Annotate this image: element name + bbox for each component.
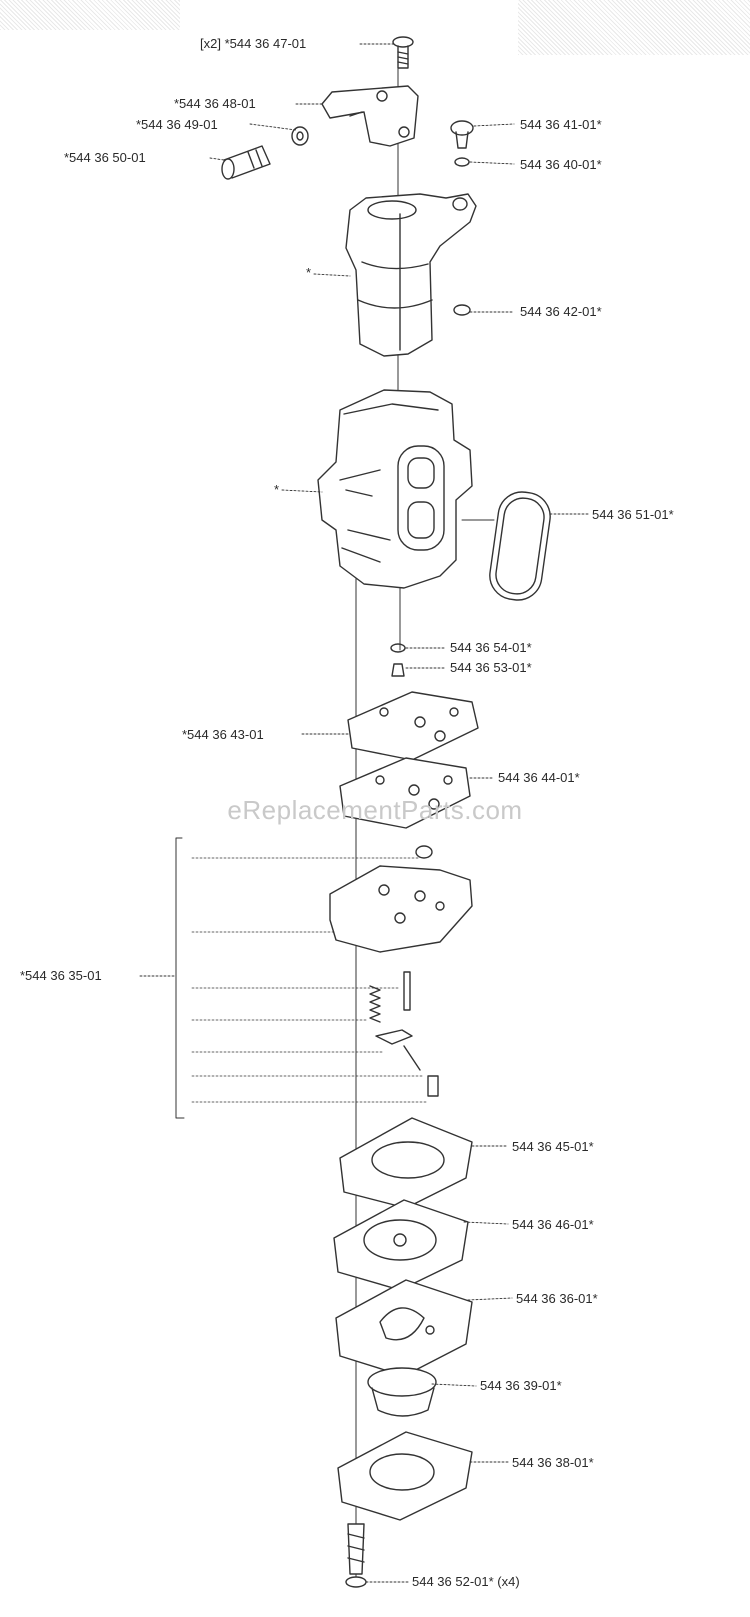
label-544-36-50-01: *544 36 50-01 <box>64 150 146 165</box>
needle-seat-icon <box>391 663 405 677</box>
label-544-36-38-01: 544 36 38-01* <box>512 1455 594 1470</box>
gasket-44-icon <box>339 757 471 829</box>
label-544-36-47-01: [x2] *544 36 47-01 <box>200 36 307 51</box>
adjust-knob-icon <box>221 145 271 180</box>
small-oring-icon <box>453 304 471 316</box>
throttle-bracket-icon <box>321 85 419 147</box>
label-544-36-54-01: 544 36 54-01* <box>450 640 532 655</box>
screw-top-icon <box>392 36 414 69</box>
leader-lines <box>139 43 589 1583</box>
label-star-body: * <box>274 482 280 497</box>
gasket-ring-icon <box>489 491 551 601</box>
label-544-36-44-01: 544 36 44-01* <box>498 770 580 785</box>
scan-noise-left <box>0 0 180 30</box>
inlet-needle-icon <box>403 971 411 1011</box>
label-544-36-36-01: 544 36 36-01* <box>516 1291 598 1306</box>
label-star-throttle-barrel: * <box>306 265 312 280</box>
label-544-36-48-01: *544 36 48-01 <box>174 96 256 111</box>
label-544-36-53-01: 544 36 53-01* <box>450 660 532 675</box>
metering-spring-icon <box>369 985 381 1023</box>
needle-seat-oring-icon <box>390 643 406 653</box>
label-544-36-43-01: *544 36 43-01 <box>182 727 264 742</box>
label-544-36-42-01: 544 36 42-01* <box>520 304 602 319</box>
metering-lever-icon <box>375 1029 421 1071</box>
throttle-spring-icon <box>291 126 309 146</box>
label-544-36-35-01: *544 36 35-01 <box>20 968 102 983</box>
primer-bulb-icon <box>367 1367 437 1417</box>
carburetor-body-icon <box>317 389 473 589</box>
label-544-36-51-01: 544 36 51-01* <box>592 507 674 522</box>
metering-plate-icon <box>329 845 473 953</box>
label-544-36-45-01: 544 36 45-01* <box>512 1139 594 1154</box>
label-544-36-46-01: 544 36 46-01* <box>512 1217 594 1232</box>
label-544-36-52-01: 544 36 52-01* (x4) <box>412 1574 520 1589</box>
watermark: eReplacementParts.com <box>227 795 523 825</box>
idle-screw-icon <box>450 120 474 149</box>
washer-icon <box>454 157 470 167</box>
label-544-36-49-01: *544 36 49-01 <box>136 117 218 132</box>
label-544-36-39-01: 544 36 39-01* <box>480 1378 562 1393</box>
long-screw-icon <box>345 1523 367 1588</box>
lever-screw-icon <box>427 1075 439 1097</box>
label-544-36-40-01: 544 36 40-01* <box>520 157 602 172</box>
primer-plate-icon <box>337 1431 473 1521</box>
label-544-36-41-01: 544 36 41-01* <box>520 117 602 132</box>
diaphragm-46-icon <box>333 1199 469 1291</box>
throttle-barrel-icon <box>345 193 477 357</box>
gasket-43-icon <box>347 691 479 761</box>
pump-cover-icon <box>335 1279 473 1377</box>
gasket-45-icon <box>339 1117 473 1209</box>
scan-noise-right <box>518 0 750 55</box>
